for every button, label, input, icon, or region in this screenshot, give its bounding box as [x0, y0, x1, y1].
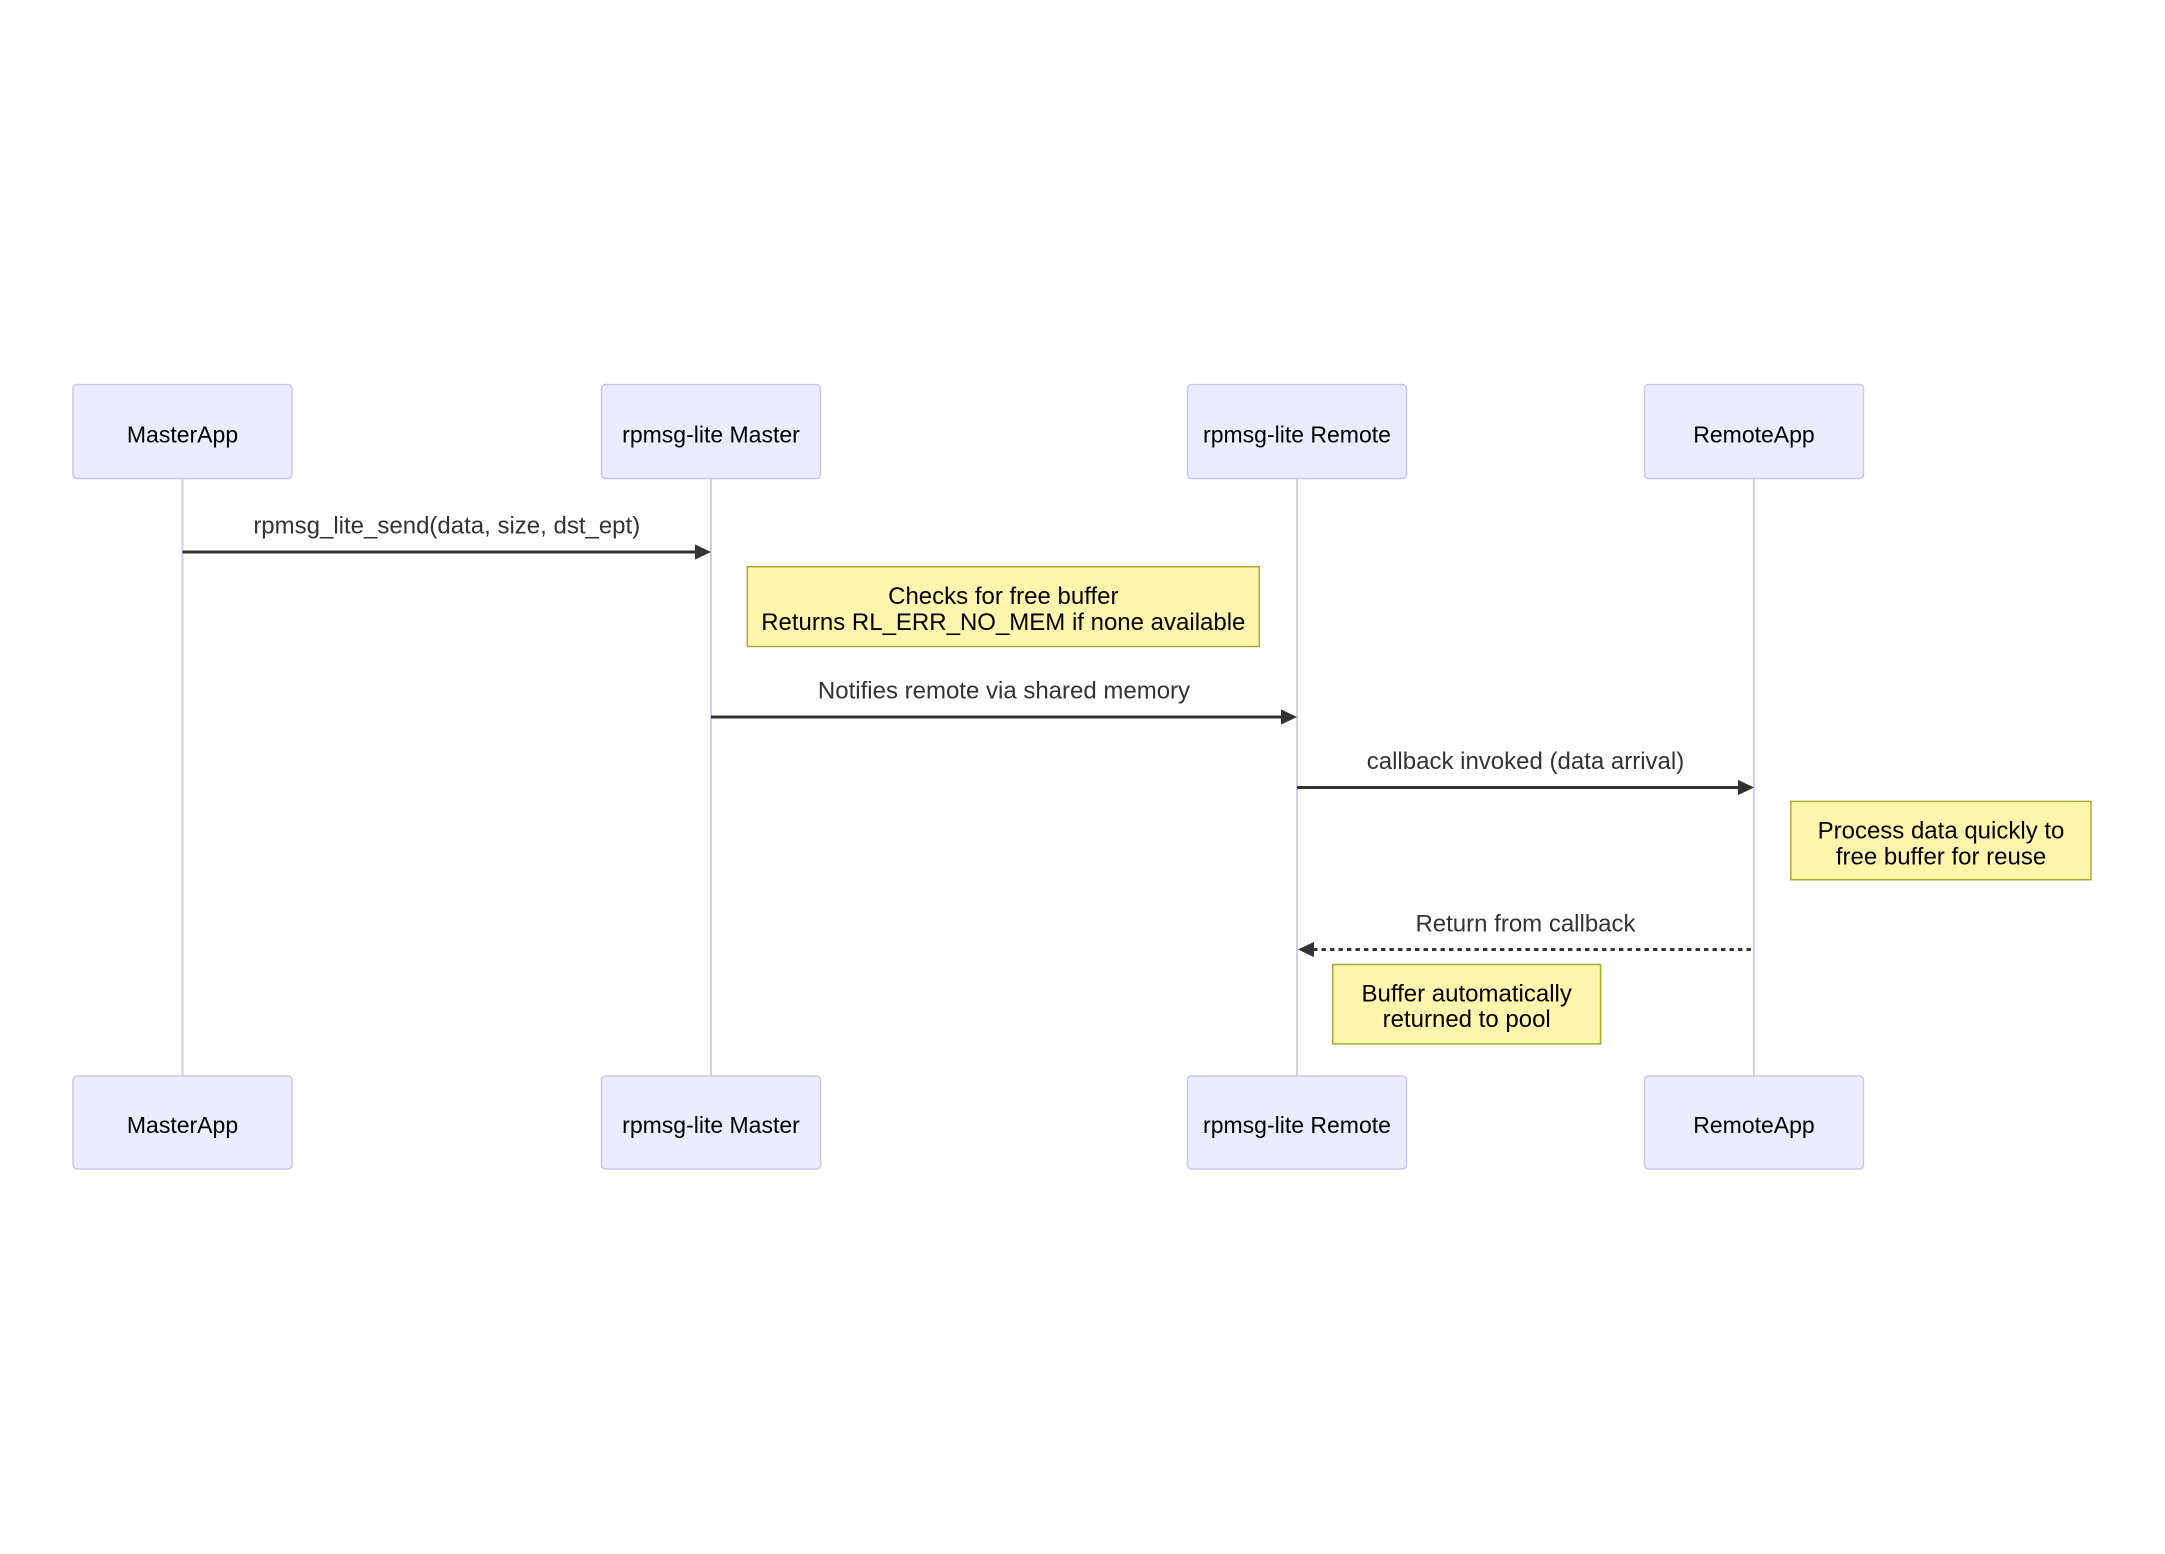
svg-text:callback invoked (data arrival: callback invoked (data arrival) — [1367, 748, 1684, 775]
svg-text:Process data quickly to: Process data quickly to — [1818, 818, 2065, 845]
svg-text:rpmsg-lite Remote: rpmsg-lite Remote — [1203, 1112, 1391, 1138]
svg-text:Notifies remote via shared mem: Notifies remote via shared memory — [818, 678, 1190, 705]
svg-text:rpmsg-lite Master: rpmsg-lite Master — [622, 422, 800, 448]
svg-text:MasterApp: MasterApp — [127, 1112, 238, 1138]
svg-text:rpmsg-lite Master: rpmsg-lite Master — [622, 1112, 800, 1138]
svg-text:RemoteApp: RemoteApp — [1693, 1112, 1814, 1138]
svg-text:RemoteApp: RemoteApp — [1693, 422, 1814, 448]
svg-text:rpmsg-lite Remote: rpmsg-lite Remote — [1203, 422, 1391, 448]
svg-text:Returns RL_ERR_NO_MEM if none: Returns RL_ERR_NO_MEM if none available — [761, 609, 1245, 636]
svg-text:rpmsg_lite_send(data, size, ds: rpmsg_lite_send(data, size, dst_ept) — [253, 513, 640, 540]
svg-text:Return from callback: Return from callback — [1415, 911, 1636, 938]
svg-text:Checks for free buffer: Checks for free buffer — [888, 583, 1118, 610]
svg-text:returned to pool: returned to pool — [1383, 1006, 1551, 1033]
svg-text:free buffer for reuse: free buffer for reuse — [1836, 844, 2046, 871]
svg-text:MasterApp: MasterApp — [127, 422, 238, 448]
svg-text:Buffer automatically: Buffer automatically — [1362, 981, 1572, 1008]
